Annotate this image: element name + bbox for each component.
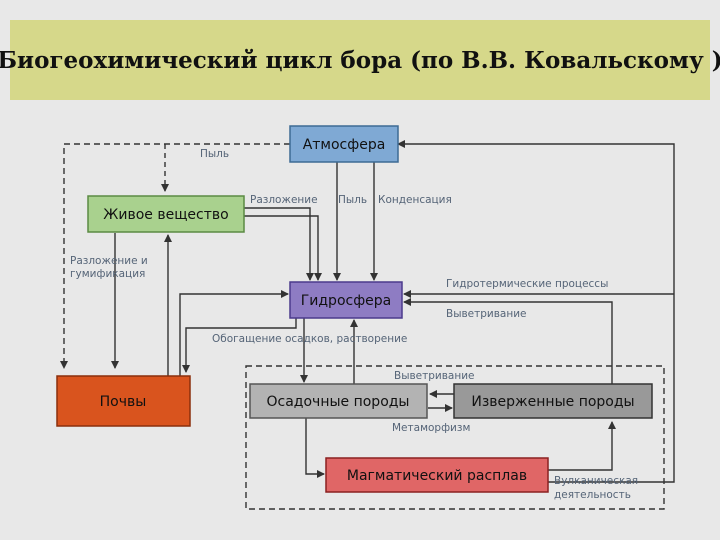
- edge-soil-hydrosphere-1: [179, 290, 289, 376]
- edge-label-decomp-humif-2: гумификация: [70, 268, 145, 280]
- edge-sedimentary-magma: [305, 418, 325, 478]
- node-atmosphere: Атмосфера: [289, 125, 399, 163]
- edge-label-volcanic-1: Вулканическая: [554, 475, 638, 487]
- outer-dashed-frame: [60, 143, 290, 369]
- node-soil-label: Почвы: [100, 394, 147, 410]
- node-atmosphere-label: Атмосфера: [303, 137, 386, 153]
- node-hydrosphere-label: Гидросфера: [301, 293, 392, 309]
- edge-label-precipitation: Обогащение осадков, растворение: [212, 333, 407, 345]
- edge-label-dust-mid: Пыль: [338, 194, 367, 206]
- title-bar: Биогеохимический цикл бора (по В.В. Кова…: [0, 20, 720, 100]
- node-sedimentary-label: Осадочные породы: [267, 394, 410, 410]
- edge-label-decomposition: Разложение: [250, 194, 318, 206]
- edge-volcanic-atmosphere: [397, 140, 675, 483]
- edge-label-weathering-2: Выветривание: [394, 370, 475, 382]
- node-magma: Магматический расплав: [325, 457, 549, 493]
- node-magma-label: Магматический расплав: [347, 468, 527, 484]
- edge-label-metamorphism: Метаморфизм: [392, 422, 470, 434]
- edge-living-hydrosphere-1: [244, 207, 314, 281]
- edge-label-volcanic-2: деятельность: [554, 489, 631, 501]
- edge-label-hydrothermal: Гидротермические процессы: [446, 278, 608, 290]
- edge-label-weathering-1: Выветривание: [446, 308, 527, 320]
- node-living-label: Живое вещество: [103, 207, 228, 223]
- page-title: Биогеохимический цикл бора (по В.В. Кова…: [0, 46, 720, 74]
- lithosphere-dashed-frame: [245, 365, 665, 510]
- edge-label-dust-top: Пыль: [200, 148, 229, 160]
- node-soil: Почвы: [56, 375, 191, 427]
- edge-living-hydrosphere-2: [244, 215, 322, 281]
- edge-label-decomp-humif-1: Разложение и: [70, 255, 148, 267]
- edge-magma-igneous: [548, 421, 616, 471]
- node-sedimentary: Осадочные породы: [249, 383, 428, 419]
- node-igneous-label: Изверженные породы: [471, 394, 634, 410]
- node-igneous: Изверженные породы: [453, 383, 653, 419]
- edge-igneous-hydrosphere: [403, 298, 613, 384]
- node-hydrosphere: Гидросфера: [289, 281, 403, 319]
- node-living: Живое вещество: [87, 195, 245, 233]
- edge-label-condensation: Конденсация: [378, 194, 452, 206]
